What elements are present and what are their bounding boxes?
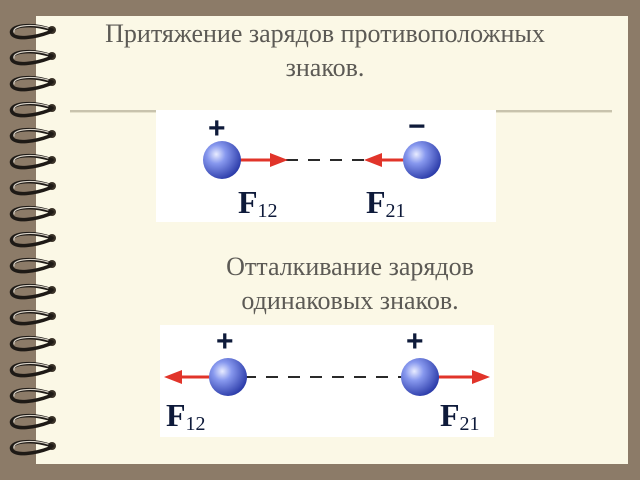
attraction-graphic bbox=[203, 141, 441, 179]
positive-sign-left: + bbox=[216, 325, 234, 358]
negative-sign: − bbox=[408, 110, 426, 143]
binding-ring bbox=[9, 231, 56, 248]
positive-sign: + bbox=[208, 112, 226, 145]
attraction-diagram: + − F12 F21 bbox=[156, 110, 496, 222]
force-label-f21: F21 bbox=[366, 184, 406, 222]
binding-ring bbox=[9, 179, 56, 196]
force-label-f21: F21 bbox=[440, 397, 480, 435]
binding-ring bbox=[9, 101, 56, 118]
binding-ring bbox=[9, 387, 56, 404]
binding-ring bbox=[9, 153, 56, 170]
binding-ring bbox=[9, 75, 56, 92]
binding-ring bbox=[9, 309, 56, 326]
binding-ring bbox=[9, 23, 56, 40]
binding-ring bbox=[9, 413, 56, 430]
repulsion-title: Отталкивание зарядов одинаковых знаков. bbox=[226, 252, 474, 315]
binding-ring bbox=[9, 49, 56, 66]
binding-ring bbox=[9, 335, 56, 352]
positive-sign-right: + bbox=[406, 325, 424, 358]
binding-ring bbox=[9, 257, 56, 274]
attraction-title: Притяжение зарядов противоположных знако… bbox=[105, 19, 545, 82]
binding-ring bbox=[9, 361, 56, 378]
binding-ring bbox=[9, 205, 56, 222]
binding-ring bbox=[9, 127, 56, 144]
charge-sphere-right bbox=[401, 358, 439, 396]
charge-sphere-left bbox=[203, 141, 241, 179]
force-label-f12: F12 bbox=[166, 397, 206, 435]
binding-ring bbox=[9, 283, 56, 300]
repulsion-graphic bbox=[164, 358, 490, 396]
repulsion-diagram: + + F12 F21 bbox=[160, 325, 494, 437]
force-arrow-f12 bbox=[238, 153, 288, 167]
force-label-f12: F12 bbox=[238, 184, 278, 222]
binding-ring bbox=[9, 439, 56, 456]
charge-sphere-right bbox=[403, 141, 441, 179]
charge-sphere-left bbox=[209, 358, 247, 396]
